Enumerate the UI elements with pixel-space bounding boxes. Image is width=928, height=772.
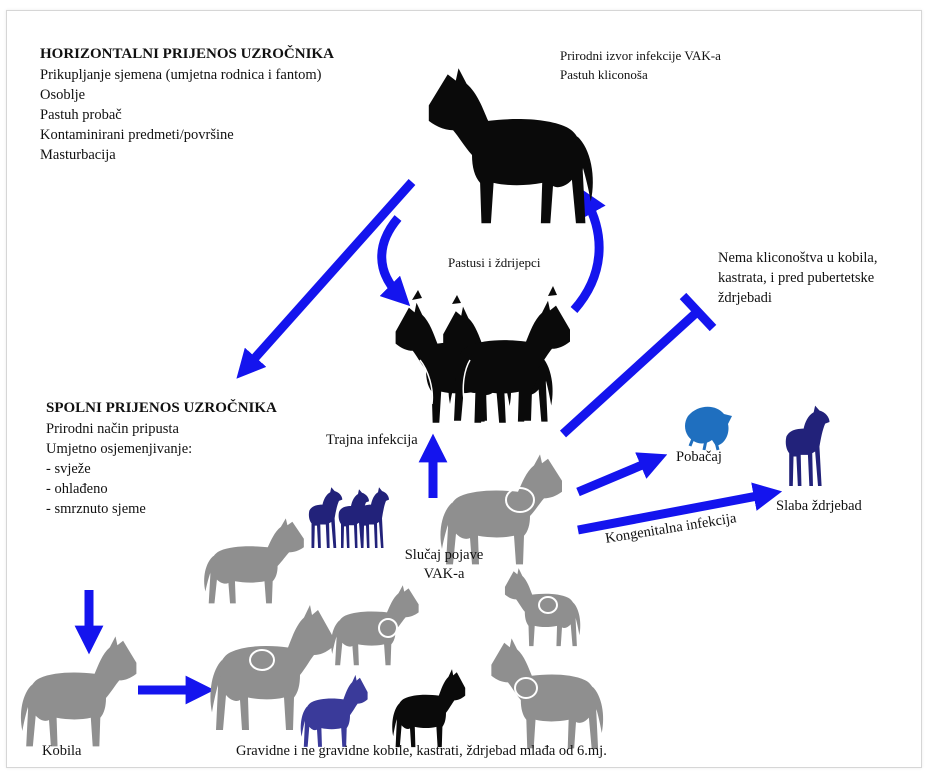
natural-source-label: Prirodni izvor infekcije VAK-a <box>560 48 721 63</box>
sexual-transmission-title: SPOLNI PRIJENOS UZROČNIKA <box>46 400 277 416</box>
arrow-no-carrier-blocked <box>559 308 701 438</box>
aborted-foal-icon <box>685 406 732 451</box>
foal-group-horse-icon <box>308 487 389 548</box>
arrow-to-weak-foals <box>577 482 783 535</box>
outbreak-line2: VAK-a <box>423 566 465 582</box>
arrow-block-bar <box>679 292 717 332</box>
no-carrier-line3: ždrjebadi <box>718 290 772 306</box>
outbreak-line1: Slučaj pojave <box>404 547 484 563</box>
susceptible-group-label: Gravidne i ne gravidne kobile, kastrati,… <box>236 743 607 759</box>
no-carrier-line1: Nema kliconoštva u kobila, <box>718 250 878 266</box>
weak-foals-label: Slaba ždrjebad <box>776 498 862 514</box>
arrow-herd-to-stallion <box>570 187 606 313</box>
outbreak-mare-horse-icon <box>440 454 562 565</box>
horizontal-item-contaminated-objects: Kontaminirani predmeti/površine <box>40 127 234 143</box>
horizontal-item-masturbation: Masturbacija <box>40 147 116 163</box>
carrier-stallion-horse-icon <box>428 68 593 224</box>
arrow-to-abortion <box>576 452 668 497</box>
persistently-infected-herd-horse-icon <box>395 286 570 423</box>
stallions-label: Pastusi i ždrijepci <box>448 255 541 270</box>
artificial-insemination-label: Umjetno osjemenjivanje: <box>46 441 193 457</box>
bottom-foal-black-horse-icon <box>392 669 466 748</box>
horizontal-transmission-title: HORIZONTALNI PRIJENOS UZROČNIKA <box>40 46 334 62</box>
bottom-foal-navy-horse-icon <box>300 674 368 747</box>
semen-frozen-label: - smrznuto sjeme <box>46 501 146 517</box>
horizontal-item-teaser-stallion: Pastuh probač <box>40 107 122 123</box>
horizontal-item-staff: Osoblje <box>40 87 86 103</box>
horizontal-item-semen-collection: Prikupljanje sjemena (umjetna rodnica i … <box>40 67 322 83</box>
abortion-label: Pobačaj <box>676 449 722 465</box>
diagram-frame <box>6 10 922 768</box>
carrier-stallion-label: Pastuh kliconoša <box>560 67 648 82</box>
arrow-to-sexual-transmission <box>236 179 416 379</box>
persistent-infection-label: Trajna infekcija <box>326 432 418 448</box>
weak-foal-horse-icon <box>785 405 830 486</box>
mare-horse-icon <box>20 636 137 747</box>
no-carrier-line2: kastrata, i pred pubertetske <box>718 270 875 286</box>
natural-mating-label: Prirodni način pripusta <box>46 421 179 437</box>
semen-fresh-label: - svježe <box>46 461 91 477</box>
susceptible-herd-horse-icon <box>204 518 604 749</box>
semen-chilled-label: - ohlađeno <box>46 481 108 497</box>
arrow-stallion-to-herd <box>377 215 411 307</box>
mare-label: Kobila <box>42 743 82 759</box>
